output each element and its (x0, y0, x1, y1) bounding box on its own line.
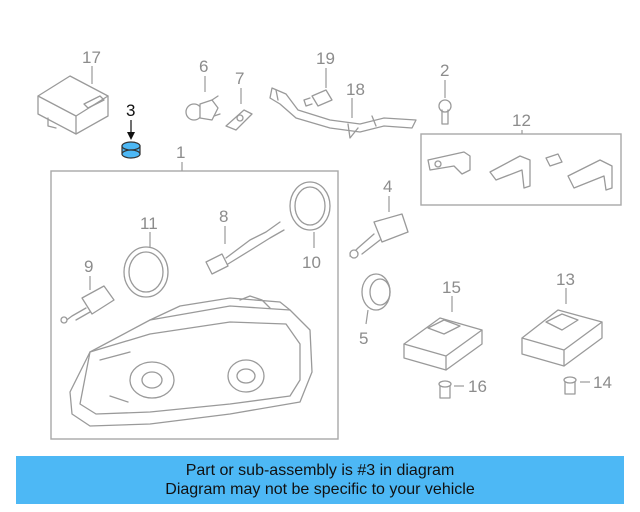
part-6-bulb[interactable] (185, 76, 221, 121)
callout-13: 13 (556, 270, 575, 289)
part-17-control-module[interactable] (37, 66, 109, 135)
part-18-trim-strip[interactable] (269, 87, 417, 139)
callout-10: 10 (302, 253, 321, 272)
callout-7: 7 (235, 69, 244, 88)
banner-line-1: Part or sub-assembly is #3 in diagram (185, 462, 455, 479)
callout-19: 19 (316, 49, 335, 68)
callout-15: 15 (442, 278, 461, 297)
part-10-seal-ring[interactable] (289, 181, 331, 248)
part-12-bracket-kit[interactable] (427, 130, 613, 191)
part-7-clip[interactable] (225, 88, 253, 131)
part-2-bolt[interactable] (438, 80, 452, 125)
part-3-plug[interactable] (121, 120, 141, 159)
bracket-kit-frame (420, 133, 622, 206)
callout-9: 9 (84, 257, 93, 276)
part-19-screw[interactable] (303, 68, 333, 107)
part-16-screw[interactable] (438, 380, 464, 399)
callout-3: 3 (126, 101, 135, 120)
callout-16: 16 (468, 377, 487, 396)
callout-5: 5 (359, 329, 368, 348)
part-4-hid-bulb[interactable] (349, 196, 409, 259)
callout-6: 6 (199, 57, 208, 76)
callout-12: 12 (512, 111, 531, 130)
part-11-seal-ring[interactable] (123, 232, 169, 298)
headlamp-housing (69, 295, 313, 427)
callout-11: 11 (140, 214, 158, 233)
part-9-bulb[interactable] (60, 276, 115, 324)
callout-14: 14 (593, 373, 612, 392)
part-13-ballast[interactable] (521, 288, 603, 367)
callout-8: 8 (219, 207, 228, 226)
part-14-screw[interactable] (563, 376, 590, 395)
headlamp-assembly-frame (50, 170, 339, 440)
callout-2: 2 (440, 61, 449, 80)
banner-line-2: Diagram may not be specific to your vehi… (165, 481, 475, 498)
part-15-ballast[interactable] (403, 296, 483, 371)
callout-18: 18 (346, 80, 365, 99)
callout-17: 17 (82, 48, 101, 67)
callout-1: 1 (176, 143, 185, 162)
info-banner: Part or sub-assembly is #3 in diagram Di… (16, 456, 624, 504)
callout-4: 4 (383, 177, 392, 196)
part-5-retainer[interactable] (361, 273, 391, 325)
part-8-bulb-harness[interactable] (205, 221, 285, 275)
